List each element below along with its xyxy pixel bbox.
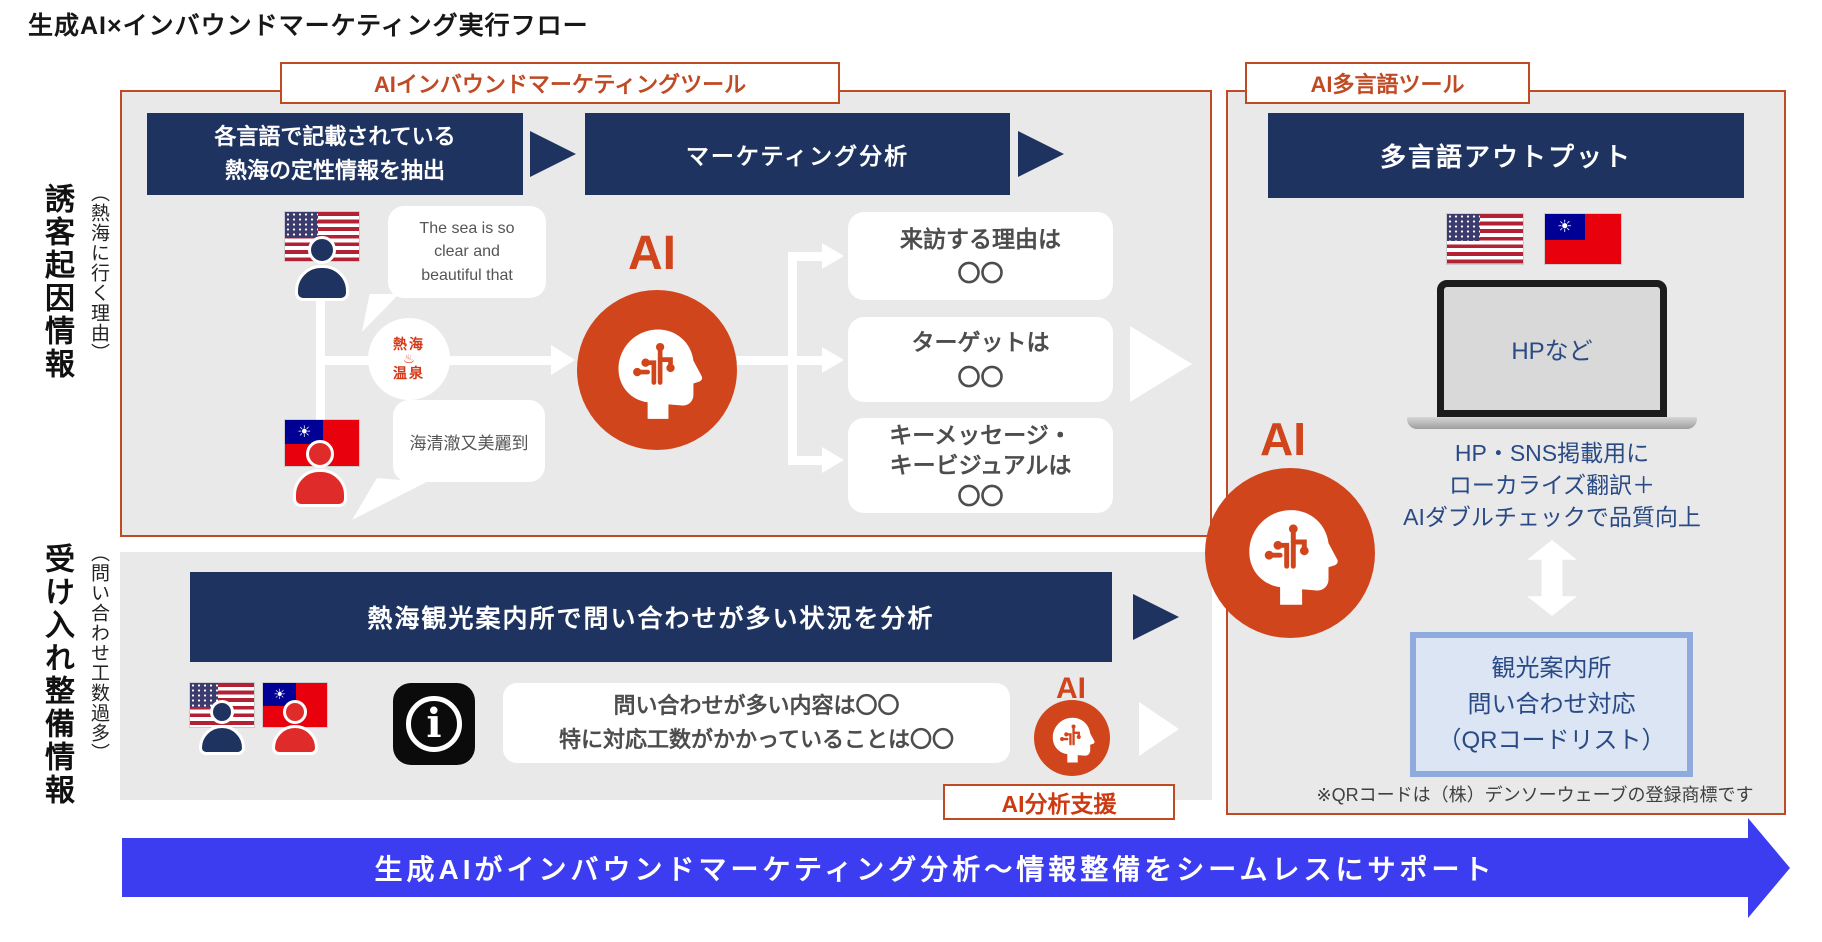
person-icon (272, 725, 318, 755)
person-icon (210, 700, 234, 724)
inquiry-summary-box: 問い合わせが多い内容は〇〇 特に対応工数がかかっていることは〇〇 (503, 683, 1010, 763)
qr-list-box: 観光案内所 問い合わせ対応 （QRコードリスト） (1410, 632, 1693, 777)
axis-reception-label: 受け入れ整備情報 （問い合わせ工数過多） (34, 543, 112, 818)
ai-brain-icon (618, 329, 703, 419)
us-canton (1447, 214, 1481, 241)
ai-label: AI (628, 227, 676, 280)
ai-brain-icon (1249, 510, 1338, 605)
connector-line (788, 252, 797, 465)
connector-line (737, 356, 797, 365)
arrow-right-icon (551, 345, 575, 375)
ai-label: AI (1260, 413, 1306, 465)
inquiry-analysis-bar: 熱海観光案内所で問い合わせが多い状況を分析 (190, 572, 1112, 662)
us-canton (190, 683, 219, 707)
speech-bubble-en: The sea is so clear and beautiful that (388, 206, 546, 298)
trademark-note: ※QRコードは（株）デンソーウェーブの登録商標です (1316, 785, 1754, 805)
flag-taiwan-icon: ☀ (1545, 214, 1621, 264)
multilingual-panel-label: AI多言語ツール (1245, 62, 1530, 104)
connector-line (797, 252, 822, 261)
person-icon (283, 700, 307, 724)
axis-reception-main: 受け入れ整備情報 (40, 543, 73, 807)
taiwan-sun-icon: ☀ (285, 420, 324, 444)
axis-attract-sub: （熱海に行く理由） (88, 183, 109, 363)
arrow-right-icon (1139, 702, 1179, 756)
arrow-right-icon (1133, 594, 1179, 640)
flag-us-icon (1447, 214, 1523, 264)
person-icon (293, 469, 347, 507)
person-icon (199, 725, 245, 755)
info-icon: i (393, 683, 475, 765)
person-icon (295, 265, 349, 301)
ai-support-badge: AI分析支援 (943, 784, 1175, 820)
taiwan-sun-icon: ☀ (263, 683, 297, 706)
arrow-right-icon (530, 131, 576, 177)
result-box-keymessage: キーメッセージ・ キービジュアルは 〇〇 (848, 418, 1113, 513)
localization-description: HP・SNS掲載用に ローカライズ翻訳＋ AIダブルチェックで品質向上 (1403, 440, 1701, 531)
connector-line (797, 456, 822, 465)
multilingual-output-box: 多言語アウトプット (1268, 113, 1744, 198)
result-box-target: ターゲットは 〇〇 (848, 317, 1113, 402)
arrow-right-icon (822, 447, 844, 473)
atami-onsen-logo: 熱海 ♨ 温泉 (368, 318, 450, 400)
person-icon (308, 236, 336, 264)
bottom-banner-arrowhead (1748, 818, 1790, 918)
result-box-reason: 来訪する理由は 〇〇 (848, 212, 1113, 300)
ai-brain-icon (1052, 717, 1095, 763)
axis-reception-sub: （問い合わせ工数過多） (88, 543, 109, 763)
laptop-illustration: HPなど (1437, 280, 1667, 417)
analysis-step-box: マーケティング分析 (585, 113, 1010, 195)
axis-attract-main: 誘客起因情報 (40, 183, 73, 381)
bottom-banner-arrow: 生成AIがインバウンドマーケティング分析～情報整備をシームレスにサポート (122, 838, 1748, 897)
ai-label: AI (1056, 672, 1086, 705)
axis-attract-label: 誘客起因情報 （熱海に行く理由） (34, 183, 112, 393)
ai-brain-circle (1205, 468, 1375, 638)
laptop-base (1407, 417, 1697, 429)
marketing-panel-label: AIインバウンドマーケティングツール (280, 62, 840, 104)
person-icon (306, 440, 334, 468)
arrow-right-icon (1130, 326, 1192, 402)
flag-taiwan-icon: ☀ (285, 420, 359, 466)
taiwan-sun-icon: ☀ (1545, 214, 1585, 240)
onsen-icon: ♨ (403, 351, 415, 367)
us-canton (285, 212, 318, 239)
speech-bubble-zh: 海清澈又美麗到 (393, 400, 545, 482)
connector-line (797, 356, 822, 365)
arrow-right-icon (822, 243, 844, 269)
extract-step-box: 各言語で記載されている 熱海の定性情報を抽出 (147, 113, 523, 195)
page-title: 生成AI×インバウンドマーケティング実行フロー (28, 12, 589, 40)
arrow-right-icon (822, 347, 844, 373)
ai-brain-circle (1034, 700, 1110, 776)
ai-brain-circle (577, 290, 737, 450)
arrow-right-icon (1018, 131, 1064, 177)
